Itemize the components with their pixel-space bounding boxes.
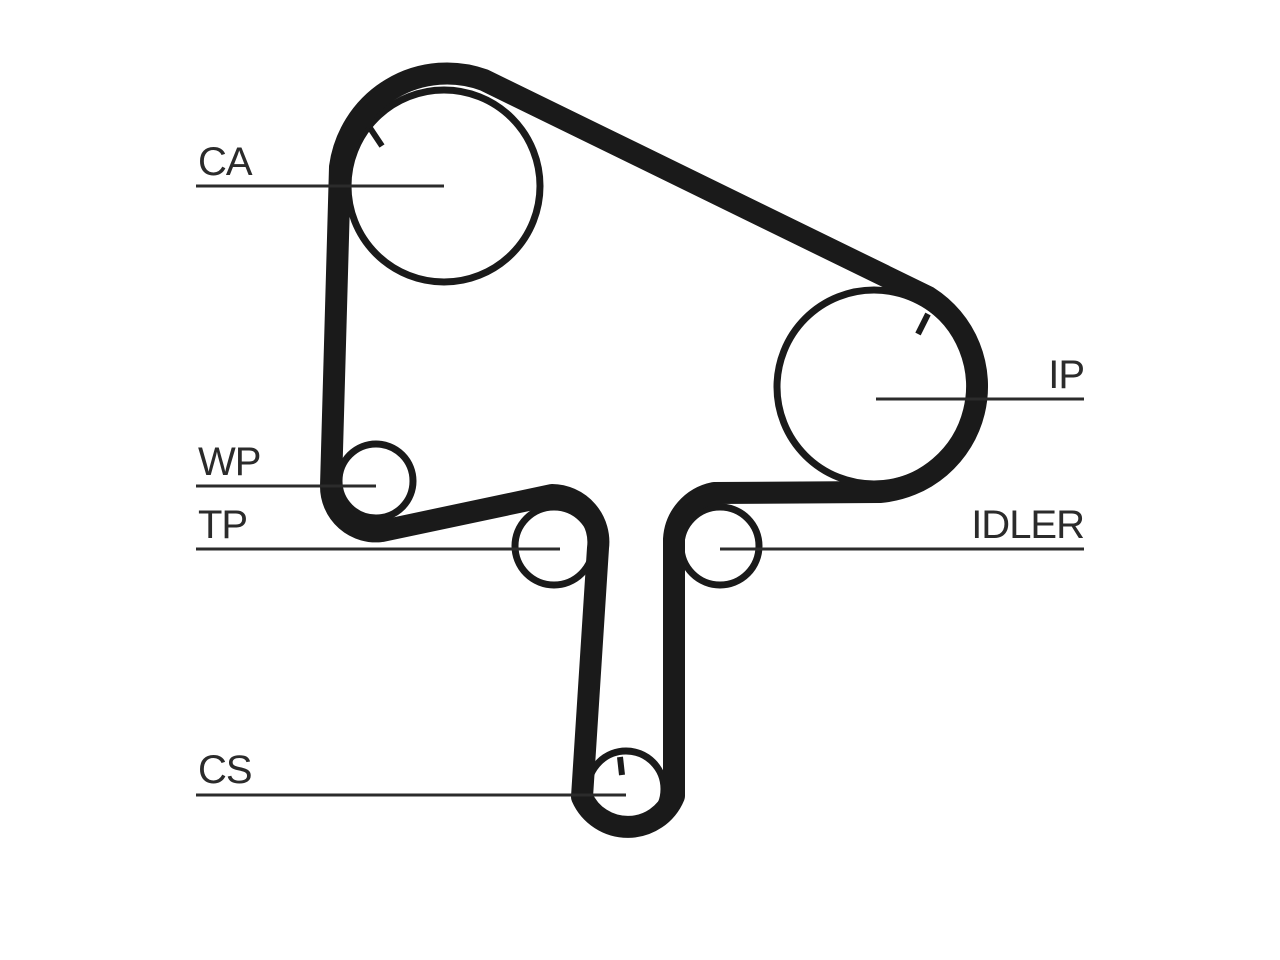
idler-label: IDLER [971,503,1084,547]
ca-label: CA [198,140,253,184]
ip-label: IP [1048,353,1084,397]
water-pump-pulley [335,440,417,522]
timing-belt [319,62,988,838]
cs-label: CS [198,748,252,792]
injection-pump-timing-mark [915,312,931,336]
camshaft-timing-mark [367,126,385,148]
tp-label: TP [198,503,247,547]
crankshaft-timing-mark [617,756,625,776]
idler-pulley [677,503,763,589]
wp-label: WP [198,440,260,484]
leader-lines [196,184,1084,797]
